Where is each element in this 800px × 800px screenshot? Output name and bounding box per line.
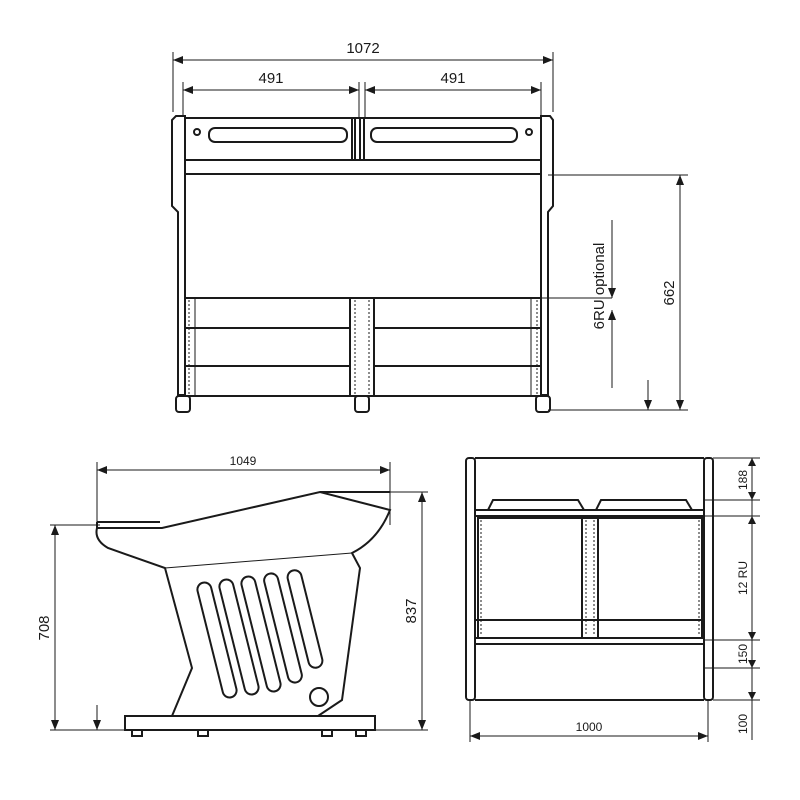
- right-bay-width-label: 491: [440, 70, 465, 87]
- desk-front-panel: [184, 173, 542, 299]
- foot: [354, 395, 370, 413]
- dimension-height: 662: [548, 174, 688, 411]
- top-height-label: 188: [736, 470, 750, 490]
- meter-bridge-right: [359, 117, 542, 161]
- center-rack-post: [349, 297, 375, 397]
- left-side-panel: [171, 115, 186, 396]
- rear-meter-right: [595, 499, 693, 511]
- meter-slot-left: [208, 127, 348, 143]
- side-view: 1049 708: [36, 454, 428, 737]
- base-height-label: 100: [736, 714, 750, 734]
- dimension-rear-stack: 188 12 RU 150 100: [704, 457, 760, 740]
- dimension-rear-height: 837: [375, 491, 428, 731]
- cable-port-icon: [309, 687, 329, 707]
- desk-side-profile: [95, 490, 392, 717]
- rear-meter-left: [487, 499, 585, 511]
- foot: [321, 729, 333, 737]
- rear-left-panel: [465, 457, 476, 701]
- dimension-rack-option: 6RU optional: [541, 220, 652, 410]
- dimension-overall-width: 1072: [172, 40, 554, 112]
- vent-slot: [240, 575, 282, 693]
- front-view: 1072 491 491: [171, 40, 688, 413]
- foot: [175, 395, 191, 413]
- front-height-label: 708: [36, 615, 53, 640]
- dimension-front-height: 708: [36, 524, 125, 731]
- vent-slot: [218, 578, 260, 696]
- meter-slot-right: [370, 127, 518, 143]
- foot: [197, 729, 209, 737]
- vent-slot: [263, 572, 303, 684]
- lower-panel-label: 150: [736, 644, 750, 664]
- dimension-left-bay: 491: [182, 70, 360, 118]
- rear-height-label: 837: [403, 598, 420, 623]
- rear-view: 1000 188 12 RU 150 100: [465, 457, 760, 742]
- height-label: 662: [661, 280, 678, 305]
- dimension-right-bay: 491: [364, 70, 542, 118]
- overall-width-label: 1072: [346, 40, 379, 57]
- meter-bridge-left: [184, 117, 356, 161]
- rear-right-panel: [703, 457, 714, 701]
- rack-note-label: 6RU optional: [591, 243, 608, 330]
- desk-base: [124, 715, 376, 731]
- right-side-panel: [540, 115, 554, 396]
- vent-slot: [196, 581, 238, 699]
- depth-label: 1049: [230, 454, 257, 468]
- rack-units-label: 12 RU: [736, 561, 750, 595]
- desk-lip: [184, 159, 542, 175]
- screw-icon: [193, 128, 201, 136]
- foot: [355, 729, 367, 737]
- foot: [535, 395, 551, 413]
- vent-slot: [286, 569, 324, 669]
- rear-width-label: 1000: [576, 720, 603, 734]
- dimension-depth: 1049: [96, 454, 391, 525]
- screw-icon: [525, 128, 533, 136]
- foot: [131, 729, 143, 737]
- left-bay-width-label: 491: [258, 70, 283, 87]
- dimension-rear-width: 1000: [469, 700, 709, 742]
